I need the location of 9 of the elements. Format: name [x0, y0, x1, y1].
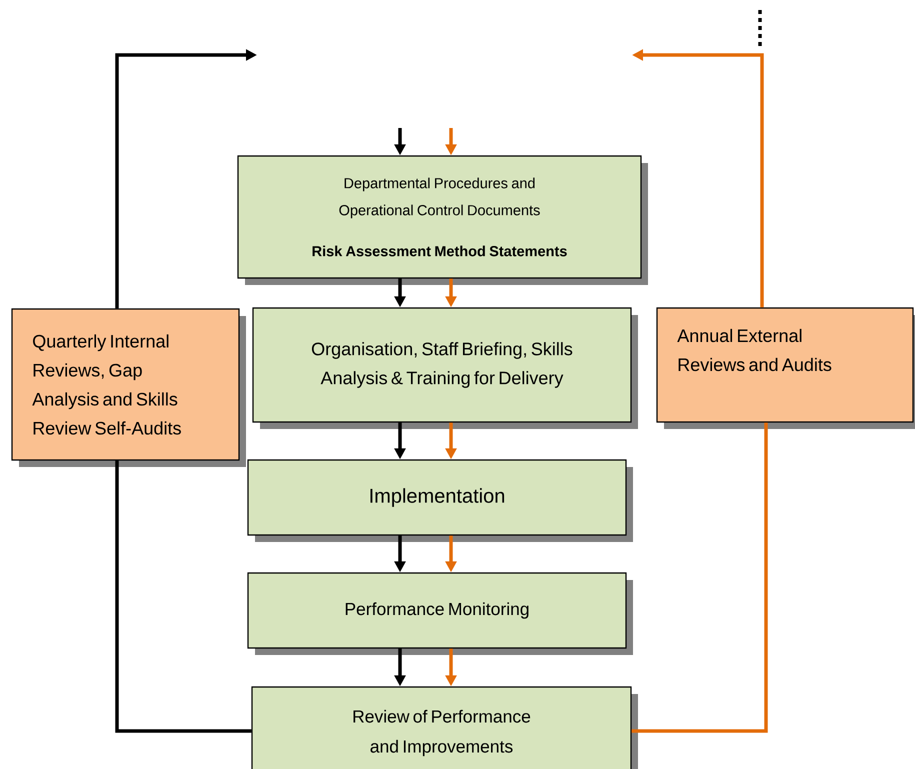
process-box: Review of Performance and Improvements — [251, 686, 638, 769]
review-box: Quarterly Internal Reviews, Gap Analysis and Skills Review Self-Audits — [11, 308, 246, 467]
connector-line — [632, 422, 768, 733]
process-box: Organisation, Staff Briefing, Skills Analysis & Training for Delivery — [252, 307, 638, 429]
connector-line — [115, 460, 252, 733]
review-box: Annual External Reviews and Audits — [656, 307, 915, 429]
process-box: Departmental Procedures and Operational Control Documents Risk Assessment Method Statements — [237, 155, 648, 285]
process-box: Implementation — [247, 459, 633, 542]
process-box: Performance Monitoring — [247, 572, 633, 655]
